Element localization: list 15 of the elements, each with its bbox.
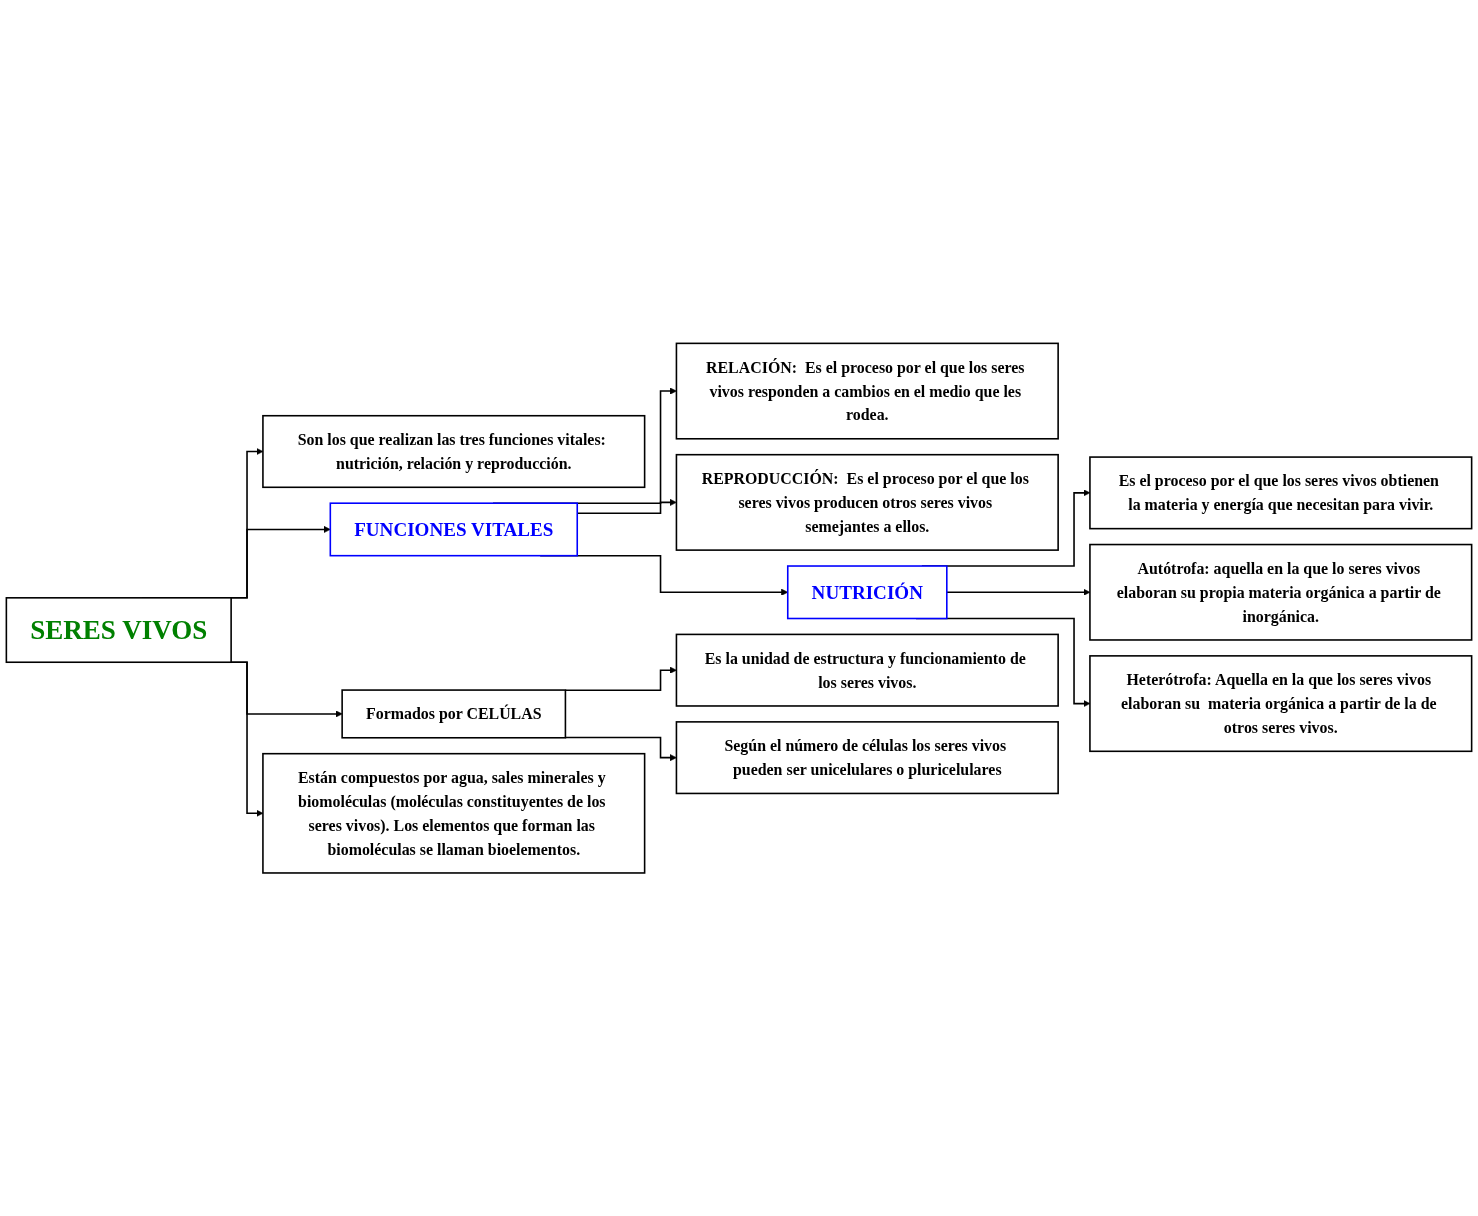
- node-box: NUTRICIÓN: [786, 565, 948, 620]
- arrow: [564, 666, 677, 691]
- node-box: RELACIÓN: Es el proceso por el que los seres vivos responden a cambios en el medio que les rodea.: [675, 342, 1059, 440]
- node-box: REPRODUCCIÓN: Es el proceso por el que los seres vivos producen otros seres vivos semejantes a ellos.: [675, 453, 1059, 551]
- node-box: Según el número de células los seres vivos pueden ser unicelulares o pluricelulares: [675, 720, 1059, 795]
- node-box: Autótrofa: aquella en la que lo seres vivos elaboran su propia materia orgánica a partir de inorgánica.: [1089, 543, 1473, 641]
- node-box: Formados por CELÚLAS: [341, 689, 567, 739]
- arrow: [564, 736, 677, 761]
- node-box: Son los que realizan las tres funciones vitales: nutrición, relación y reproducción.: [262, 414, 646, 488]
- node-box: Heterótrofa: Aquella en la que los seres vivos elaboran su materia orgánica a partir de la de otros seres vivos.: [1089, 654, 1473, 752]
- node-box: Están compuestos por agua, sales minerales y biomoléculas (moléculas constituyentes de los seres vivos). Los elementos que forman las biomoléculas se llaman bioelementos.: [262, 752, 646, 874]
- node-box: FUNCIONES VITALES: [329, 502, 579, 557]
- node-box: Es el proceso por el que los seres vivos obtienen la materia y energía que necesitan para vivir.: [1089, 456, 1473, 530]
- node-box: Es la unidad de estructura y funcionamiento de los seres vivos.: [675, 633, 1059, 707]
- node-box: SERES VIVOS: [5, 596, 232, 663]
